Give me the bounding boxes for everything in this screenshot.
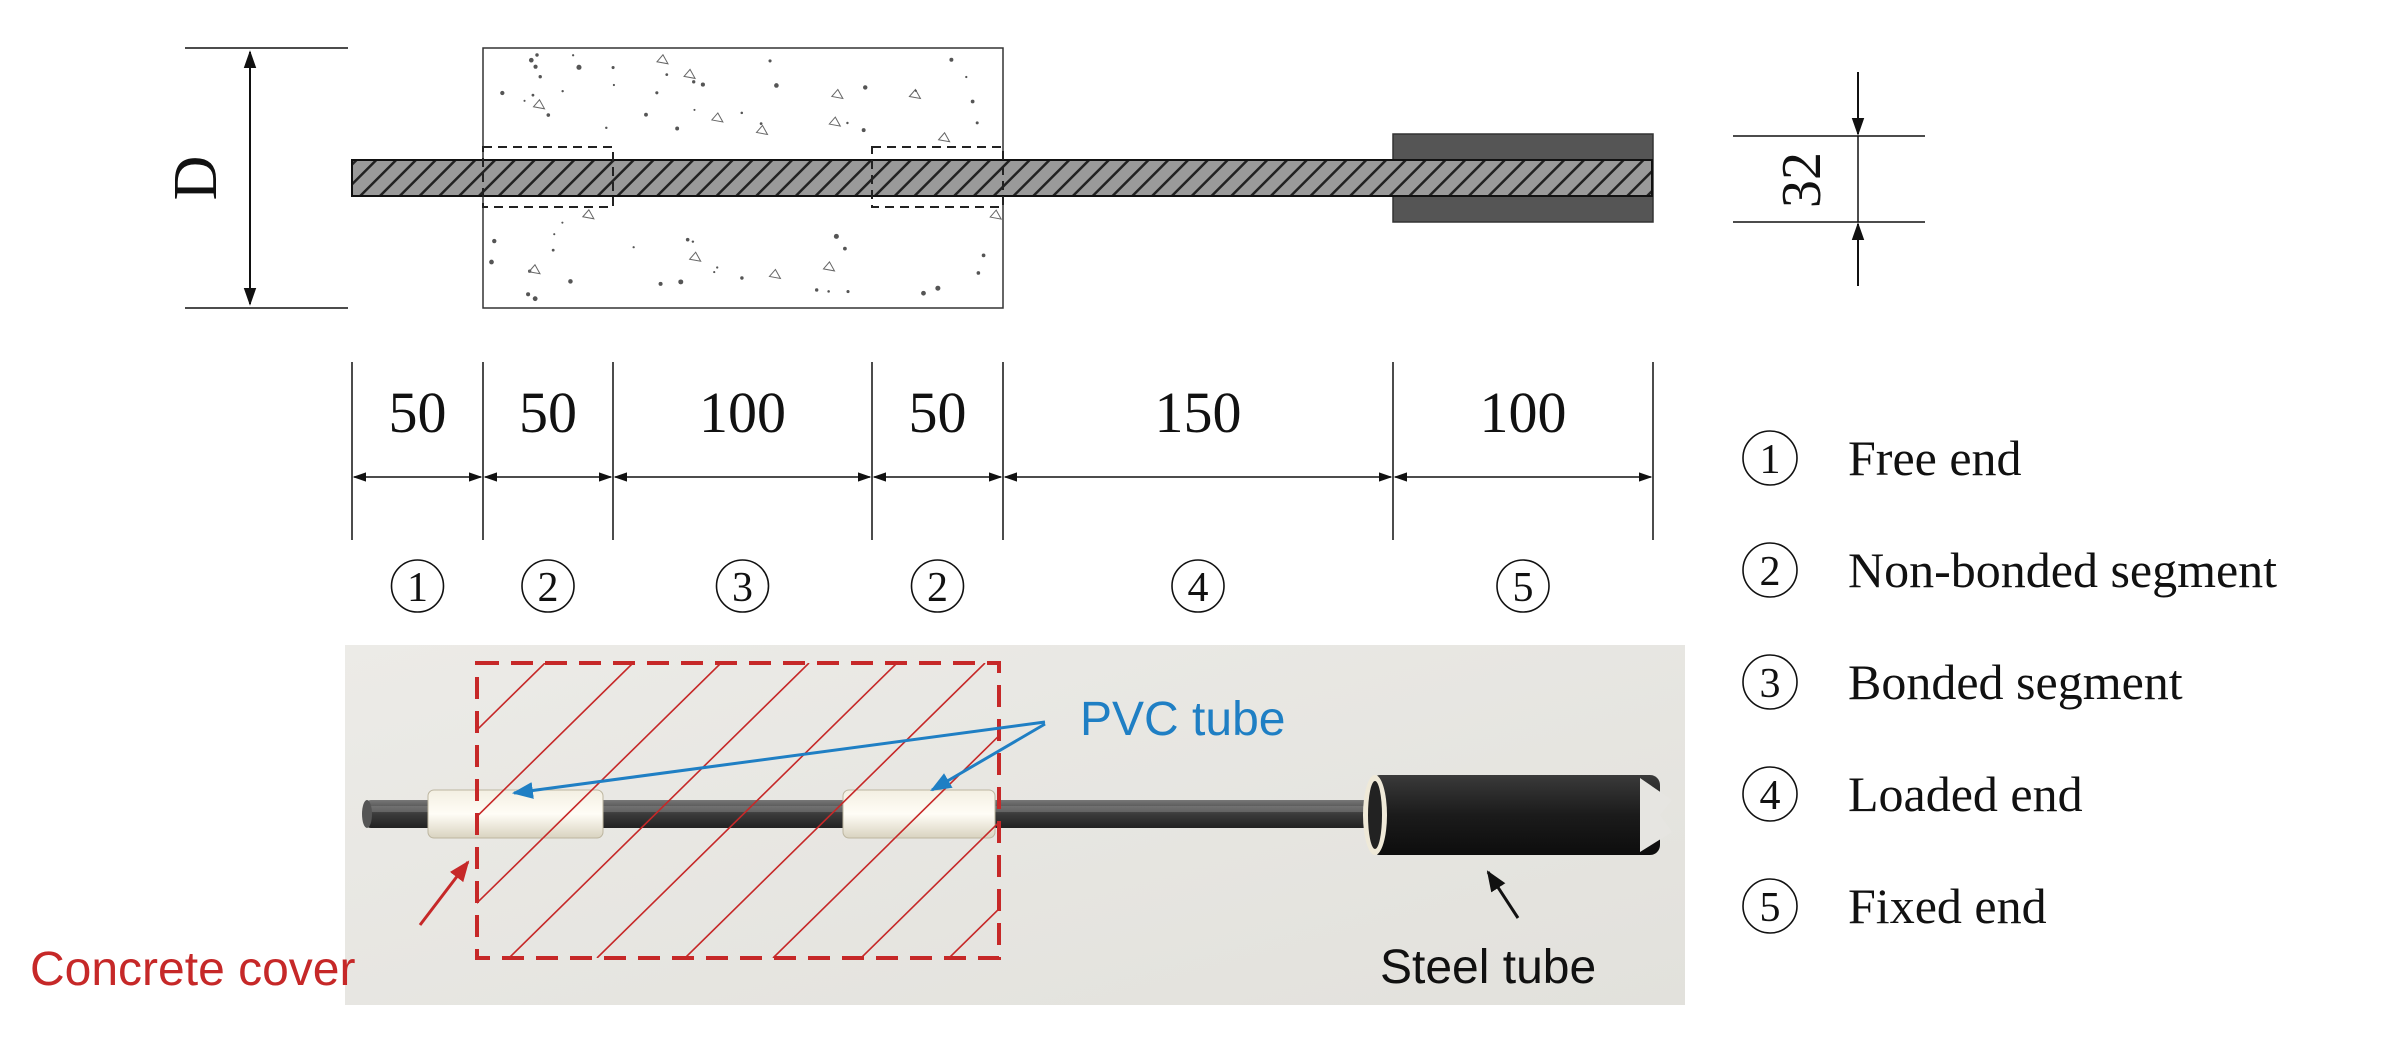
segment-length-label: 50 xyxy=(909,380,967,445)
segment-legend: 1 Free end 2 Non-bonded segment 3 Bonded segm… xyxy=(1742,430,2277,934)
legend-marker-circle xyxy=(1742,766,1798,822)
bar-diameter-dimension: 32 xyxy=(1733,72,1925,286)
legend-marker-circle xyxy=(1742,654,1798,710)
segment-marker-number: 5 xyxy=(1513,565,1534,611)
legend-marker-number: 4 xyxy=(1760,773,1781,819)
legend-text: Loaded end xyxy=(1848,766,2083,822)
steel-tube-photo xyxy=(1363,775,1672,855)
segment-length-label: 100 xyxy=(699,380,786,445)
legend-marker-number: 2 xyxy=(1760,549,1781,595)
concrete-cover-annotation: Concrete cover xyxy=(30,860,470,996)
segment-length-label: 100 xyxy=(1480,380,1567,445)
pvc-tube-label: PVC tube xyxy=(1080,693,1285,746)
legend-item: 4 Loaded end xyxy=(1742,766,2083,822)
segment-length-label: 50 xyxy=(519,380,577,445)
segment-marker-circle xyxy=(910,559,965,613)
steel-tube-label: Steel tube xyxy=(1380,941,1596,994)
legend-text: Non-bonded segment xyxy=(1848,542,2277,598)
rebar-drawing xyxy=(351,159,1653,197)
segment-marker-circle xyxy=(1171,559,1225,613)
pvc-tube-photo-left xyxy=(427,789,604,839)
legend-marker-circle xyxy=(1742,878,1798,934)
segment-length-label: 150 xyxy=(1155,380,1242,445)
legend-marker-number: 5 xyxy=(1760,885,1781,931)
segment-marker-circle xyxy=(390,559,445,613)
specimen-photo xyxy=(345,645,1685,1005)
segment-marker-number: 2 xyxy=(927,565,948,611)
segment-marker-number: 4 xyxy=(1188,565,1209,611)
diameter-label: D xyxy=(162,156,230,201)
legend-item: 2 Non-bonded segment xyxy=(1742,542,2277,598)
segment-marker-circle xyxy=(521,559,575,613)
legend-item: 1 Free end xyxy=(1742,430,2022,486)
segment-marker-number: 2 xyxy=(538,565,559,611)
legend-item: 3 Bonded segment xyxy=(1742,654,2183,710)
pvc-tube-annotation: PVC tube xyxy=(511,693,1285,799)
legend-marker-circle xyxy=(1742,430,1798,486)
segment-length-label: 50 xyxy=(389,380,447,445)
legend-text: Fixed end xyxy=(1848,878,2047,934)
concrete-cover-region xyxy=(475,661,1001,960)
steel-tube-annotation: Steel tube xyxy=(1380,870,1596,994)
segment-marker-circle xyxy=(1496,559,1550,613)
segment-dimension-chain: 50 50 100 50 150 100 1 2 3 2 4 5 xyxy=(351,362,1654,613)
segment-marker-circle xyxy=(715,559,770,613)
diameter-dimension: D xyxy=(162,47,348,309)
segment-marker-number: 1 xyxy=(407,565,428,611)
legend-text: Free end xyxy=(1848,430,2022,486)
legend-marker-number: 3 xyxy=(1760,661,1781,707)
legend-text: Bonded segment xyxy=(1848,654,2183,710)
segment-marker-number: 3 xyxy=(732,565,753,611)
legend-marker-number: 1 xyxy=(1760,437,1781,483)
legend-item: 5 Fixed end xyxy=(1742,878,2047,934)
legend-marker-circle xyxy=(1742,542,1798,598)
concrete-cover-label: Concrete cover xyxy=(30,943,355,996)
bar-diameter-label: 32 xyxy=(1771,152,1833,208)
